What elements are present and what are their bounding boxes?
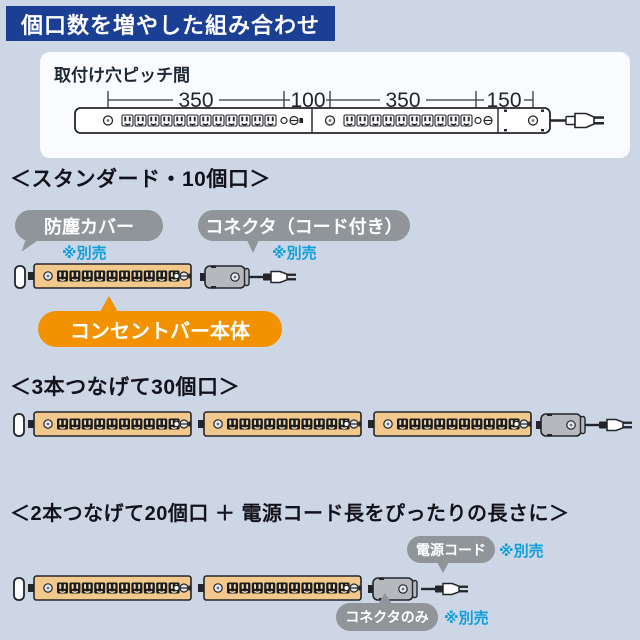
outlet-bar-icon	[198, 412, 362, 436]
power-cord-label: 電源コード	[416, 541, 486, 558]
connector-corded-note: ※別売	[272, 245, 317, 262]
plug-icon	[550, 112, 604, 129]
dust-cap-icon	[14, 265, 26, 289]
bar-body-bubble: コンセントバー本体	[38, 311, 282, 347]
section-standard-heading: ＜スタンダード・10個口＞	[10, 168, 271, 191]
cord-plug-icon	[583, 418, 634, 432]
connector-corded-bubble-tail	[246, 238, 260, 253]
pitch-diagram: 350 100 350 150	[74, 88, 604, 134]
dim-350-left: 350	[178, 89, 213, 112]
cord-plug-icon	[247, 270, 298, 284]
bar-body-label: コンセントバー本体	[70, 320, 250, 343]
page-title-bar: 個口数を増やした組み合わせ	[6, 6, 336, 41]
connector-only-note: ※別売	[444, 610, 489, 627]
section-triple-heading: ＜3本つなげて30個口＞	[10, 376, 241, 399]
pitch-panel-title: 取付け穴ピッチ間	[54, 66, 190, 85]
page-title: 個口数を増やした組み合わせ	[21, 12, 321, 38]
power-cord-bubble: 電源コード	[407, 536, 495, 563]
outlet-bar-icon	[198, 576, 362, 600]
standard-strip-row	[14, 254, 298, 290]
dust-cover-note: ※別売	[62, 245, 107, 262]
connector-only-bubble-tail	[378, 593, 392, 604]
double-strip-row	[13, 566, 470, 602]
outline-strip-drawing	[74, 107, 604, 134]
section-double-heading: ＜2本つなげて20個口 ＋ 電源コード長をぴったりの長さに＞	[10, 503, 570, 525]
triple-strip-row	[13, 402, 634, 438]
power-cord-bubble-tail	[437, 562, 449, 573]
dim-350-right: 350	[385, 89, 420, 112]
connector-icon	[199, 264, 250, 290]
connector-only-icon	[367, 576, 418, 602]
dust-cap-icon	[13, 413, 25, 437]
dim-150: 150	[486, 89, 521, 112]
connector-only-bubble: コネクタのみ	[336, 603, 438, 631]
outlet-bar-icon	[28, 412, 192, 436]
power-cord-note: ※別売	[499, 543, 544, 560]
dim-100: 100	[290, 89, 325, 112]
outlet-bar-icon	[28, 264, 192, 288]
connector-corded-label: コネクタ（コード付き）	[205, 216, 403, 237]
connector-only-label: コネクタのみ	[345, 609, 429, 625]
outlet-bar-icon	[368, 412, 532, 436]
dimension-labels: 350 100 350 150	[173, 88, 524, 112]
connector-corded-bubble: コネクタ（コード付き）	[198, 210, 410, 241]
dust-cap-icon	[13, 577, 25, 601]
power-cord-icon	[419, 582, 470, 596]
dust-cover-bubble: 防塵カバー	[15, 210, 163, 241]
connector-icon	[535, 412, 586, 438]
outlet-bar-icon	[28, 576, 192, 600]
dust-cover-label: 防塵カバー	[44, 216, 134, 237]
bar-body-bubble-tail	[100, 296, 118, 312]
mounting-pitch-panel: 取付け穴ピッチ間 350 100 350 150	[40, 52, 630, 158]
